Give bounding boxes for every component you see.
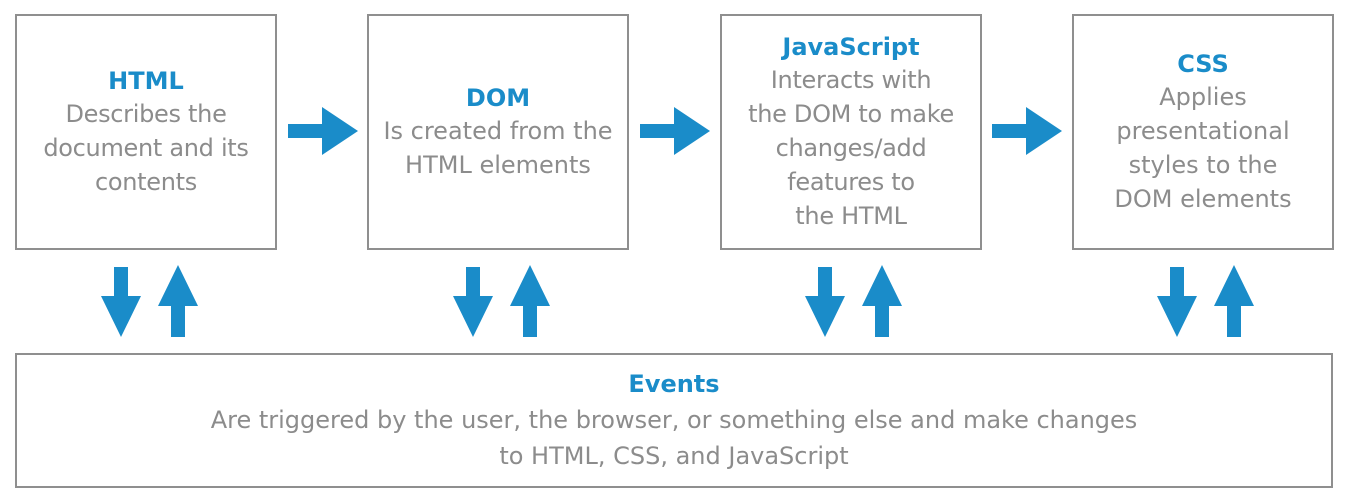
arrow-up-icon (510, 265, 550, 337)
arrow-down-icon (453, 267, 493, 337)
css-box: CSS Applies presentational styles to the… (1072, 14, 1334, 250)
javascript-box-title: JavaScript (782, 33, 920, 61)
css-box-description: Applies presentational styles to the DOM… (1114, 83, 1292, 213)
events-box: Events Are triggered by the user, the br… (15, 353, 1333, 488)
arrow-right-icon (640, 107, 710, 155)
arrow-up-icon (158, 265, 198, 337)
css-box-title: CSS (1177, 50, 1229, 78)
javascript-box: JavaScript Interacts with the DOM to mak… (720, 14, 982, 250)
javascript-box-description: Interacts with the DOM to make changes/a… (748, 66, 954, 230)
events-box-title: Events (628, 369, 720, 398)
dom-box-description: Is created from the HTML elements (383, 117, 613, 179)
arrow-down-icon (101, 267, 141, 337)
arrow-right-icon (288, 107, 358, 155)
html-box-title: HTML (108, 67, 184, 95)
arrow-down-icon (1157, 267, 1197, 337)
html-box: HTML Describes the document and its cont… (15, 14, 277, 250)
dom-box-title: DOM (465, 84, 531, 112)
html-box-description: Describes the document and its contents (43, 100, 249, 196)
arrow-up-icon (1214, 265, 1254, 337)
dom-box: DOM Is created from the HTML elements (367, 14, 629, 250)
arrow-up-icon (862, 265, 902, 337)
events-box-description: Are triggered by the user, the browser, … (210, 405, 1138, 470)
arrow-right-icon (992, 107, 1062, 155)
arrow-down-icon (805, 267, 845, 337)
